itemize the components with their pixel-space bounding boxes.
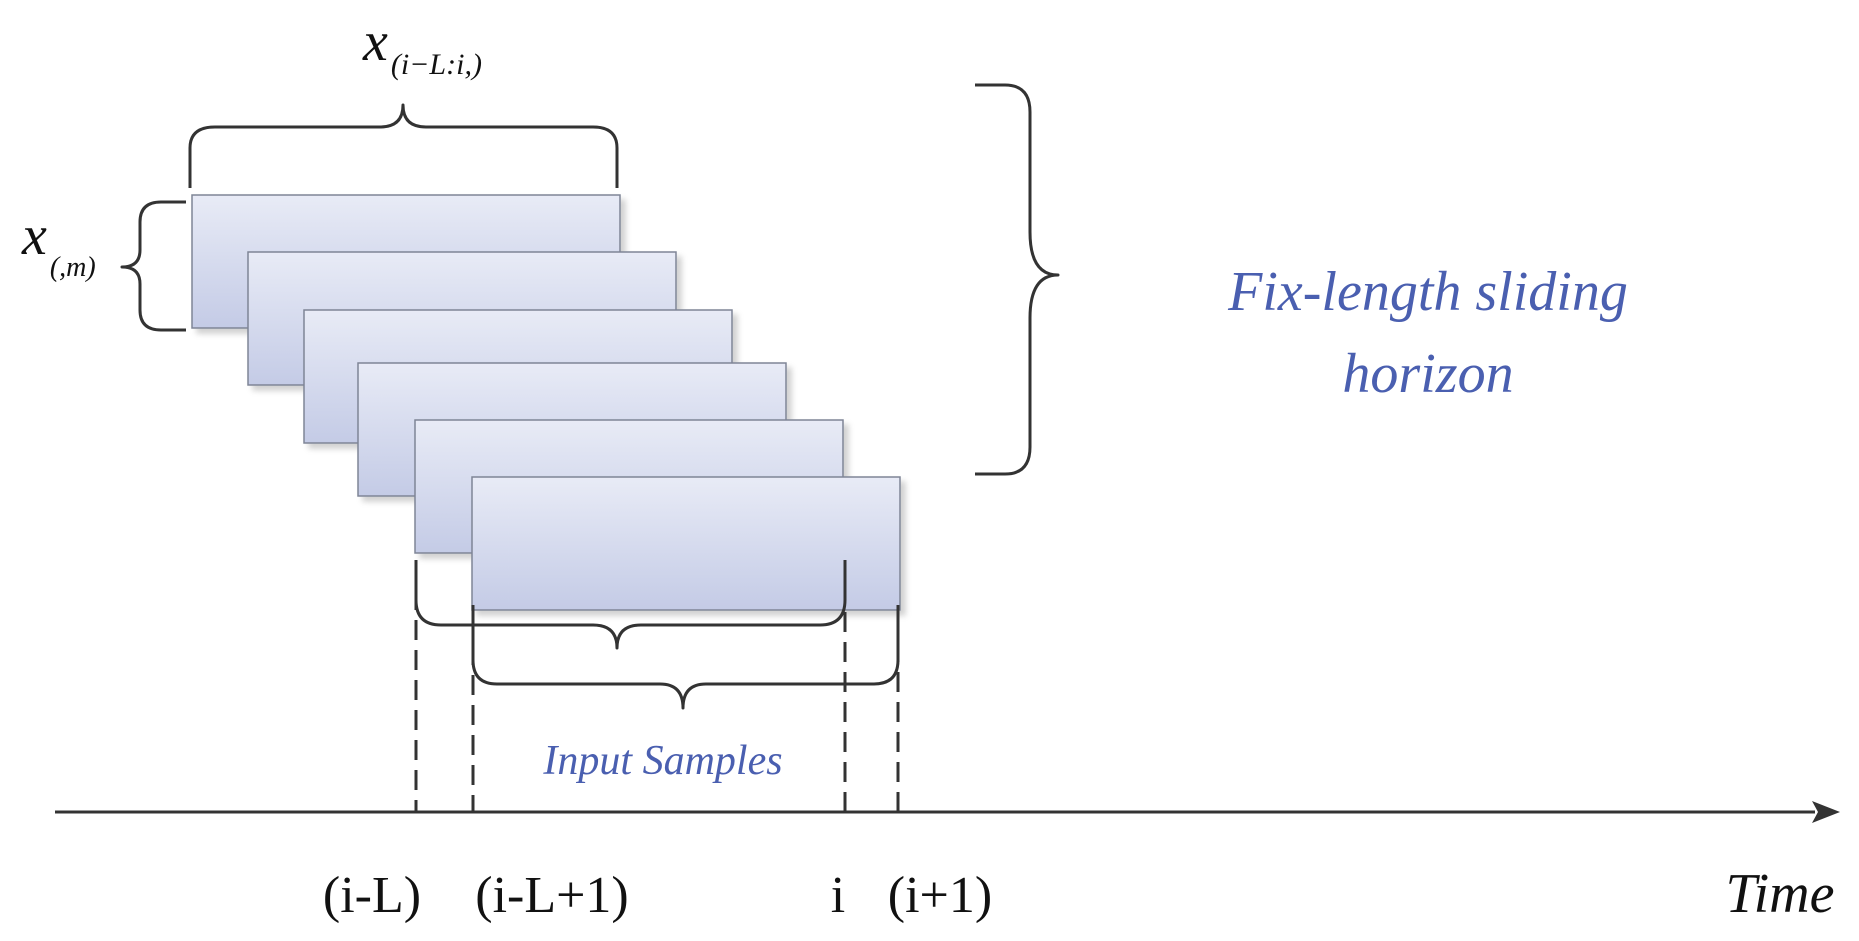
sliding-horizon-brace [975, 83, 1060, 476]
window-stack [191, 194, 901, 611]
window-length-label: x(i−L:i,) [362, 11, 482, 81]
feature-dim-var: x [21, 205, 47, 267]
tick-label-i: i [831, 867, 845, 924]
feature-dim-subscript: (,m) [50, 252, 96, 283]
window-span-brace-1 [414, 560, 847, 650]
window-length-brace [188, 103, 619, 188]
window-rect-6 [471, 476, 901, 611]
horizon-label-line-2: horizon [1342, 343, 1513, 405]
time-axis-arrowhead [1812, 801, 1840, 823]
window-length-subscript: (i−L:i,) [391, 48, 482, 81]
tick-label-i-plus-1: (i+1) [888, 867, 992, 924]
time-axis-label: Time [1726, 863, 1835, 925]
tick-label-i-minus-L-plus-1: (i-L+1) [475, 867, 629, 924]
feature-dim-label: x(,m) [21, 205, 96, 283]
horizon-label-line-1: Fix-length sliding [1227, 261, 1628, 323]
input-samples-label: Input Samples [542, 738, 782, 784]
window-span-brace-2 [471, 605, 900, 710]
tick-label-i-minus-L: (i-L) [323, 867, 421, 924]
window-length-var: x [362, 11, 388, 73]
feature-dim-brace [120, 200, 186, 332]
